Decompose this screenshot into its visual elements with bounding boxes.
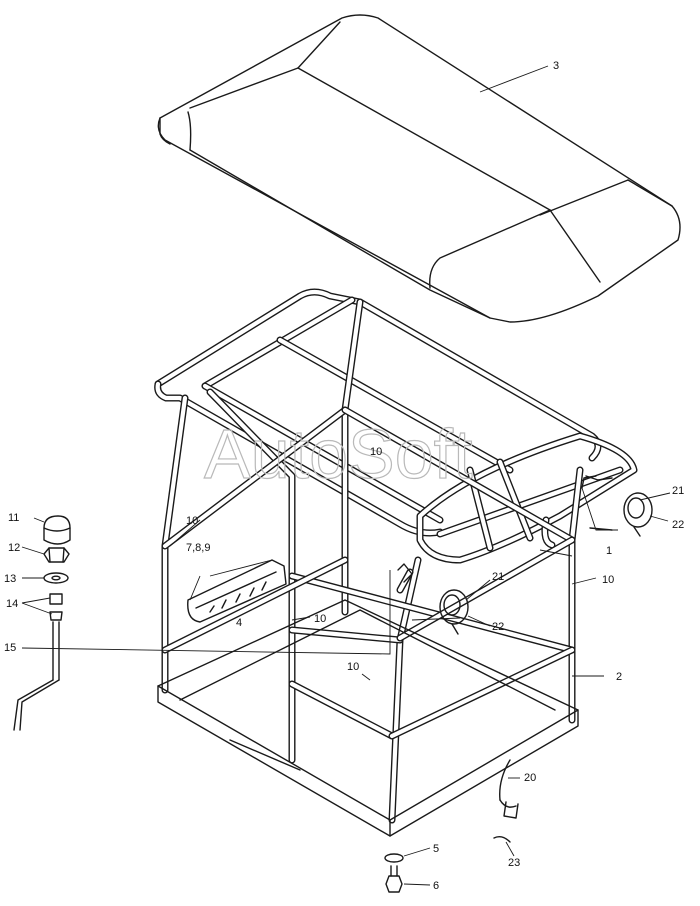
watermark-text: AutoSoft xyxy=(204,415,473,493)
callout-15: 15 xyxy=(4,642,16,654)
callout-2: 2 xyxy=(616,671,622,683)
callout-10: 10 xyxy=(370,446,382,458)
callout-labels: 3 10 10 10 10 10 11 12 13 14 15 7,8,9 4 … xyxy=(4,60,684,892)
mounting-hardware xyxy=(13,515,71,731)
canopy-cover xyxy=(157,14,681,323)
callout-21: 21 xyxy=(672,485,684,497)
bolt-and-washer xyxy=(384,853,404,893)
leader-lines xyxy=(21,65,671,886)
callout-10: 10 xyxy=(186,515,198,527)
callout-11: 11 xyxy=(8,512,19,524)
work-lamp-lower xyxy=(439,589,469,635)
callout-6: 6 xyxy=(433,880,439,892)
work-lamp-upper xyxy=(623,492,653,537)
callout-12: 12 xyxy=(8,542,20,554)
callout-3: 3 xyxy=(553,60,559,72)
light-bar xyxy=(187,559,287,623)
cab-frame xyxy=(154,288,638,824)
callout-13: 13 xyxy=(4,573,16,585)
callout-22: 22 xyxy=(492,621,504,633)
base-pan xyxy=(157,599,579,837)
callout-21: 21 xyxy=(492,571,504,583)
callout-20: 20 xyxy=(524,772,536,784)
callout-10: 10 xyxy=(314,613,326,625)
callout-7-8-9: 7,8,9 xyxy=(186,542,210,554)
wire-harness xyxy=(493,759,519,843)
callout-1: 1 xyxy=(606,545,612,557)
callout-5: 5 xyxy=(433,843,439,855)
callout-4: 4 xyxy=(236,617,242,629)
callout-10: 10 xyxy=(347,661,359,673)
callout-10: 10 xyxy=(602,574,614,586)
callout-14: 14 xyxy=(6,598,18,610)
callout-22: 22 xyxy=(672,519,684,531)
callout-23: 23 xyxy=(508,857,520,869)
